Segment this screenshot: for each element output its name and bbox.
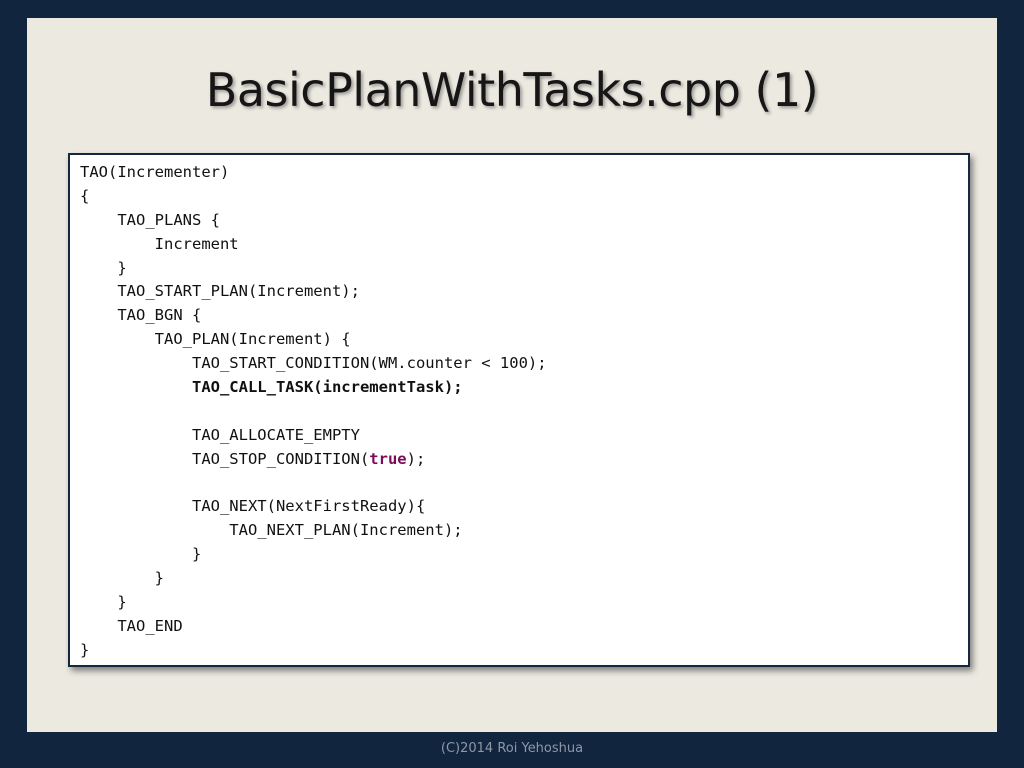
code-line: TAO_BGN { [80, 306, 202, 325]
code-line: } [80, 545, 202, 564]
code-line: TAO_START_CONDITION(WM.counter < 100); [80, 354, 547, 373]
slide-footer: (C)2014 Roi Yehoshua [440, 741, 584, 756]
code-line: TAO_END [80, 616, 183, 635]
code-line: } [80, 593, 127, 612]
slide-title: BasicPlanWithTasks.cpp (1) [205, 63, 819, 117]
keyword-true: true [369, 449, 407, 468]
code-line-blank [80, 400, 547, 424]
code-line: } [80, 640, 90, 659]
code-line: TAO_STOP_CONDITION(true); [80, 448, 547, 472]
code-text: TAO_STOP_CONDITION( [80, 449, 370, 468]
code-line: } [80, 258, 127, 277]
slide: BasicPlanWithTasks.cpp (1) TAO(Increment… [27, 18, 997, 732]
code-line: TAO_NEXT_PLAN(Increment); [80, 521, 463, 540]
code-line-highlighted: TAO_CALL_TASK(incrementTask); [80, 378, 463, 397]
code-line: { [80, 186, 90, 205]
code-line: TAO_ALLOCATE_EMPTY [80, 425, 360, 444]
code-line-blank [80, 472, 547, 496]
code-box: TAO(Incrementer) { TAO_PLANS { Increment… [68, 153, 970, 667]
code-line: TAO_PLANS { [80, 210, 220, 229]
code-text: ); [406, 449, 426, 468]
code-line: TAO_PLAN(Increment) { [80, 330, 351, 349]
code-line: Increment [80, 234, 239, 253]
code-line: TAO(Incrementer) [80, 163, 230, 181]
code-line: } [80, 569, 164, 588]
code-line: TAO_START_PLAN(Increment); [80, 282, 360, 301]
code-line: TAO_NEXT(NextFirstReady){ [80, 497, 426, 516]
code-block: TAO(Incrementer) { TAO_PLANS { Increment… [80, 161, 547, 663]
